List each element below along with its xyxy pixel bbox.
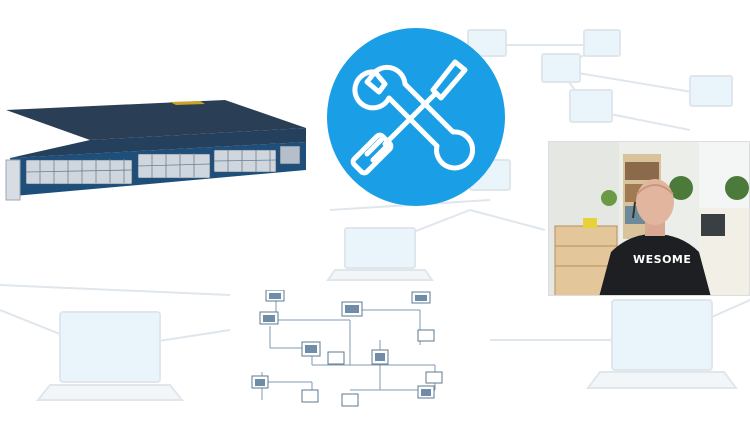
- webcam-video: WESOME: [548, 141, 750, 296]
- network-diagram-panel: [230, 289, 460, 422]
- network-switch-image: [5, 100, 306, 201]
- instructor-webcam-scene: [549, 142, 749, 295]
- switch-image-panel: [0, 0, 310, 270]
- shirt-logo-text: WESOME: [633, 253, 692, 266]
- wrench-screwdriver-icon: [350, 59, 476, 176]
- tools-badge: [327, 28, 505, 206]
- network-topology-diagram: [251, 289, 443, 407]
